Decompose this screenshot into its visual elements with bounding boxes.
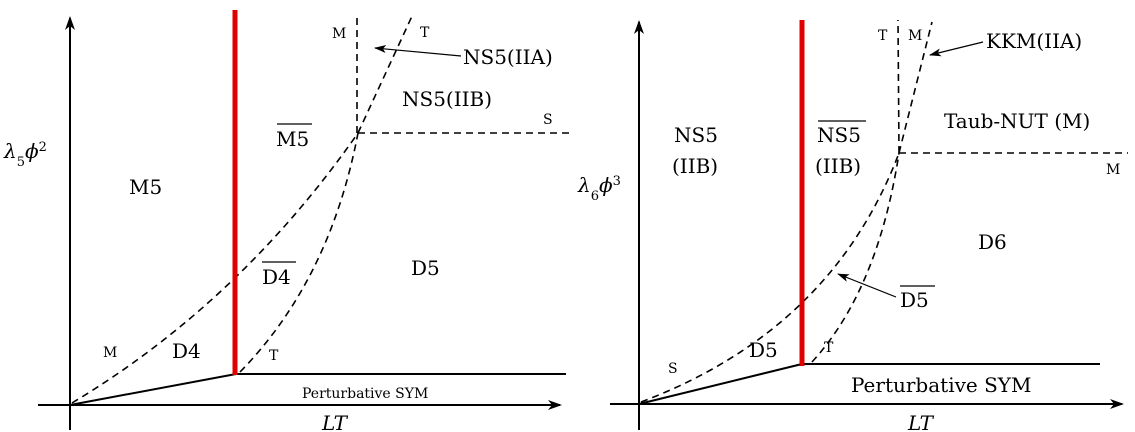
right-label-t-top: T xyxy=(878,28,888,44)
right-region-ns5bar: NS5 xyxy=(817,123,861,147)
right-dashed-t-curve xyxy=(811,152,900,363)
right-region-iib-mid: (IIB) xyxy=(815,154,861,178)
left-region-perturbative: Perturbative SYM xyxy=(302,386,428,402)
right-d5bar-arrow xyxy=(837,273,897,298)
right-kkm-arrow xyxy=(929,41,984,57)
right-dashed-upper-m xyxy=(898,21,933,154)
right-diagram: λ6ϕ3 LT NS5 (IIB) NS5 (IIB) Taub-NUT (M)… xyxy=(577,19,1128,432)
right-x-axis-label: LT xyxy=(907,411,935,432)
right-dashed-s-line xyxy=(640,152,900,403)
left-region-m5: M5 xyxy=(129,175,162,199)
right-label-s-bottom: S xyxy=(668,361,678,377)
right-region-d6: D6 xyxy=(978,230,1007,254)
left-y-axis-label: λ5ϕ2 xyxy=(3,139,47,170)
left-label-t-bottom: T xyxy=(269,348,279,364)
left-region-d5: D5 xyxy=(411,256,440,280)
right-y-axis-label: λ6ϕ3 xyxy=(577,173,621,204)
left-region-d4: D4 xyxy=(172,339,201,363)
right-label-t-bottom: T xyxy=(824,340,834,356)
right-lower-solid-line xyxy=(638,363,803,405)
left-label-t-top: T xyxy=(420,25,430,41)
left-ns5iia-arrow xyxy=(374,45,462,57)
right-region-iib-left: (IIB) xyxy=(672,154,718,178)
left-annotation-ns5iia: NS5(IIA) xyxy=(463,45,553,69)
right-annotation-kkm: KKM(IIA) xyxy=(986,29,1082,53)
left-dashed-m-line xyxy=(71,132,359,404)
right-dashed-vertical xyxy=(897,19,900,154)
right-label-m-top: M xyxy=(908,28,922,44)
left-label-s: S xyxy=(543,112,553,128)
right-region-d5: D5 xyxy=(749,338,778,362)
right-region-perturbative: Perturbative SYM xyxy=(851,373,1031,397)
left-lower-solid-line xyxy=(69,373,237,406)
right-region-taubnut: Taub-NUT (M) xyxy=(944,109,1090,133)
right-label-m-right: M xyxy=(1106,162,1120,178)
right-region-ns5: NS5 xyxy=(674,123,718,147)
left-x-axis-label: LT xyxy=(321,411,349,432)
left-region-m5bar: M5 xyxy=(276,127,309,151)
left-region-ns5iib: NS5(IIB) xyxy=(402,87,492,111)
left-label-m-bottom: M xyxy=(103,345,117,361)
left-dashed-t-curve xyxy=(239,132,359,373)
right-annotation-d5bar: D5 xyxy=(900,288,929,312)
left-region-d4bar: D4 xyxy=(262,265,291,289)
left-dashed-upper-t xyxy=(357,13,414,134)
left-diagram: λ5ϕ2 LT M5 M5 NS5(IIB) D4 D5 D4 Perturba… xyxy=(3,10,570,432)
left-label-m-top: M xyxy=(332,26,346,42)
